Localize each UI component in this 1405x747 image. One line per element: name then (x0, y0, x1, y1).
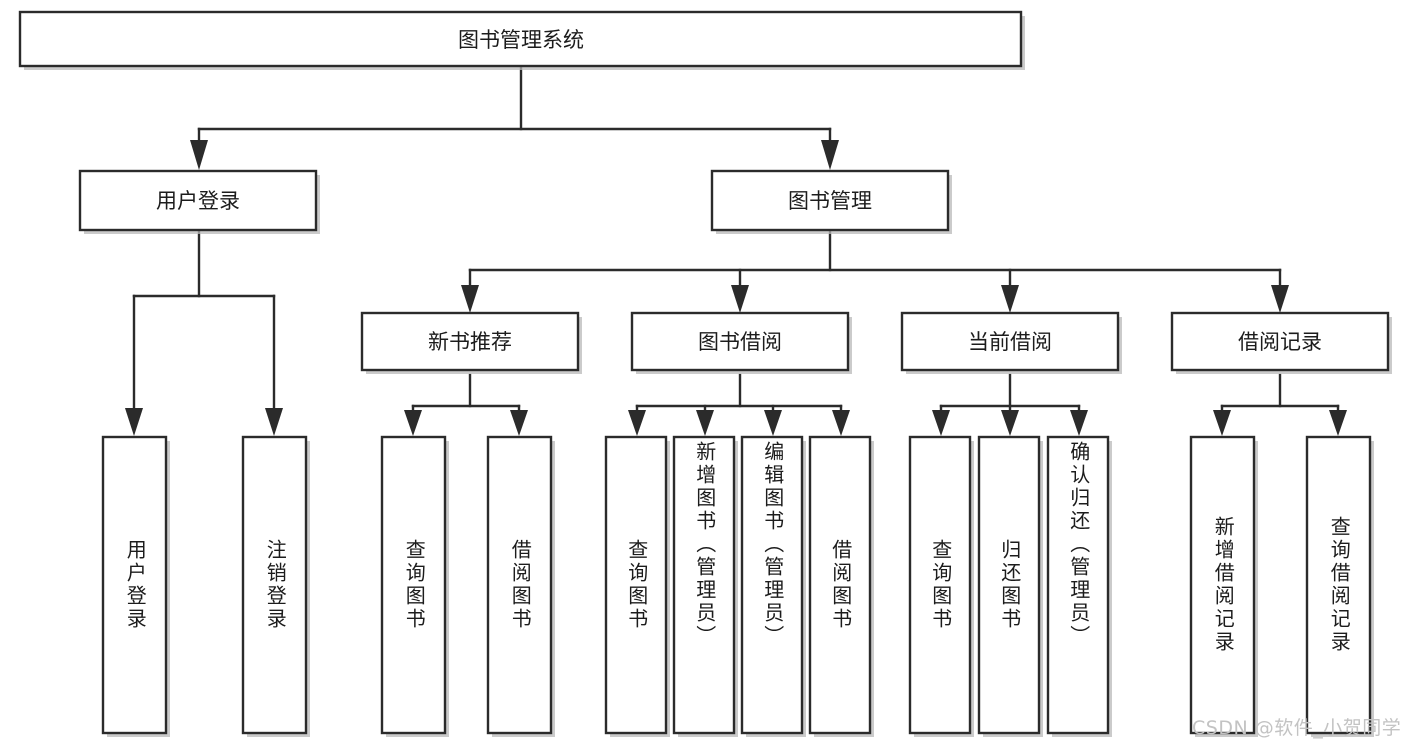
arrow-head-leaf-query-book-2 (628, 410, 646, 436)
leaf-node-borrow-book-2[interactable] (808, 435, 872, 735)
node-current-borrow[interactable] (900, 311, 1120, 372)
arrow-head-leaf-add-book (696, 410, 714, 436)
node-root-label: 图书管理系统 (458, 28, 584, 52)
node-book-borrow-label: 图书借阅 (698, 330, 782, 354)
arrow-head-new-book-recommend (461, 285, 479, 313)
node-borrow-record[interactable] (1170, 311, 1390, 372)
node-current-borrow-label: 当前借阅 (968, 330, 1052, 354)
node-book-borrow[interactable] (630, 311, 850, 372)
arrow-head-leaf-query-book-3 (932, 410, 950, 436)
node-book-management[interactable] (710, 169, 950, 232)
node-book-management-label: 图书管理 (788, 189, 872, 213)
arrow-head-leaf-borrow-book-2 (832, 410, 850, 436)
leaf-node-confirm-return[interactable] (1046, 435, 1110, 735)
node-user-login[interactable] (78, 169, 318, 232)
arrow-head-borrow-record (1271, 285, 1289, 313)
arrow-head-leaf-query-book-1 (404, 410, 422, 436)
leaf-node-query-record[interactable] (1305, 435, 1372, 735)
csdn-watermark: CSDN @软件_小贺同学 (1192, 717, 1402, 739)
arrow-head-leaf-return-book (1001, 410, 1019, 436)
leaf-node-borrow-book-1[interactable] (486, 435, 553, 735)
arrow-head-leaf-query-record (1329, 410, 1347, 436)
leaf-node-query-book-3[interactable] (908, 435, 972, 735)
arrow-head-leaf-edit-book (764, 410, 782, 436)
arrow-head-leaf-user-login (125, 408, 143, 436)
leaf-node-add-book[interactable] (672, 435, 736, 735)
leaf-node-user-login[interactable] (101, 435, 168, 735)
arrow-head-leaf-confirm-return (1070, 410, 1088, 436)
node-new-book-recommend-label: 新书推荐 (428, 330, 512, 354)
node-root[interactable] (18, 10, 1023, 68)
leaf-node-query-book-2[interactable] (604, 435, 668, 735)
arrow-head-leaf-logout-login (265, 408, 283, 436)
leaf-node-query-book-1[interactable] (380, 435, 447, 735)
arrow-head-book-management (821, 140, 839, 170)
arrow-head-current-borrow (1001, 285, 1019, 313)
node-user-login-label: 用户登录 (156, 189, 240, 213)
arrow-head-leaf-add-record (1213, 410, 1231, 436)
leaf-node-return-book[interactable] (977, 435, 1041, 735)
node-borrow-record-label: 借阅记录 (1238, 330, 1322, 354)
node-new-book-recommend[interactable] (360, 311, 580, 372)
leaf-node-logout-login[interactable] (241, 435, 308, 735)
leaf-node-edit-book[interactable] (740, 435, 804, 735)
arrow-head-user-login (190, 140, 208, 170)
connector-layer (125, 66, 1347, 436)
arrow-head-leaf-borrow-book-1 (510, 410, 528, 436)
leaf-node-add-record[interactable] (1189, 435, 1256, 735)
node-layer: 图书管理系统 用户登录 图书管理 新书推荐 图书借阅 当前借阅 借阅记录 (18, 10, 1392, 737)
arrow-head-book-borrow (731, 285, 749, 313)
